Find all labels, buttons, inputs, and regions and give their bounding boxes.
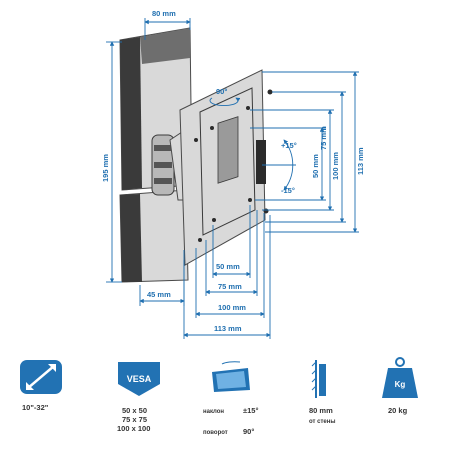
wall-distance-value: 80 mm — [309, 406, 333, 415]
dim-vert-113: 113 mm — [262, 71, 365, 233]
dim-plate-100-label: 100 mm — [218, 303, 246, 312]
tilt-value: ±15° — [243, 406, 258, 415]
wall-mount-bracket — [119, 27, 273, 283]
dim-plate-100: 100 mm — [195, 213, 265, 318]
dim-rotation-label: 90° — [216, 87, 227, 96]
dim-plate-75-label: 75 mm — [218, 282, 242, 291]
dim-vert-113-label: 113 mm — [356, 147, 365, 175]
vesa-value-2: 75 x 75 — [122, 415, 147, 424]
dim-vert-50-label: 50 mm — [311, 154, 320, 178]
weight-icon-label: Kg — [395, 380, 406, 389]
dim-vert-75-label: 75 mm — [319, 126, 328, 150]
wall-distance-label: от стены — [309, 419, 335, 425]
dim-top-width-label: 80 mm — [152, 9, 176, 18]
vesa-icon — [118, 362, 160, 396]
dim-depth-label: 45 mm — [147, 290, 171, 299]
dim-rotation: 90° — [209, 87, 241, 106]
wall-profile-icon — [311, 360, 326, 398]
swivel-label: поворот — [203, 430, 228, 436]
dim-vert-100: 100 mm — [265, 91, 346, 223]
dim-tilt-minus-label: -15° — [281, 186, 295, 195]
dim-tilt: +15° -15° — [262, 139, 297, 195]
vesa-value-3: 100 x 100 — [117, 424, 150, 433]
weight-icon — [382, 357, 418, 398]
tilt-label: наклон — [203, 409, 224, 415]
max-load-spec: Kg 20 kg — [382, 357, 418, 415]
dim-plate-50-label: 50 mm — [216, 262, 240, 271]
vesa-spec: VESA 50 x 50 75 x 75 100 x 100 — [117, 362, 160, 433]
screen-size-label: 10"-32" — [22, 403, 49, 412]
dim-plate-75: 75 mm — [205, 210, 258, 296]
dim-vert-100-label: 100 mm — [331, 152, 340, 180]
dim-plate-113: 113 mm — [183, 215, 271, 339]
max-load-label: 20 kg — [388, 406, 408, 415]
swivel-value: 90° — [243, 427, 254, 436]
dim-vert-50: 50 mm — [250, 127, 326, 201]
tilt-screen-icon — [212, 361, 250, 392]
dim-plate-50: 50 mm — [212, 205, 251, 278]
dim-height-label: 195 mm — [101, 154, 110, 182]
vesa-icon-label: VESA — [127, 374, 152, 384]
tilt-swivel-spec: наклон ±15° поворот 90° — [203, 361, 258, 436]
dim-height: 195 mm — [101, 41, 122, 283]
dim-top-width: 80 mm — [144, 9, 191, 40]
vesa-value-1: 50 x 50 — [122, 406, 147, 415]
screen-size-spec: 10"-32" — [20, 360, 62, 412]
dim-tilt-plus-label: +15° — [281, 141, 297, 150]
wall-distance-spec: 80 mm от стены — [309, 360, 335, 425]
dim-vert-75: 75 mm — [250, 109, 334, 211]
dim-plate-113-label: 113 mm — [214, 324, 242, 333]
